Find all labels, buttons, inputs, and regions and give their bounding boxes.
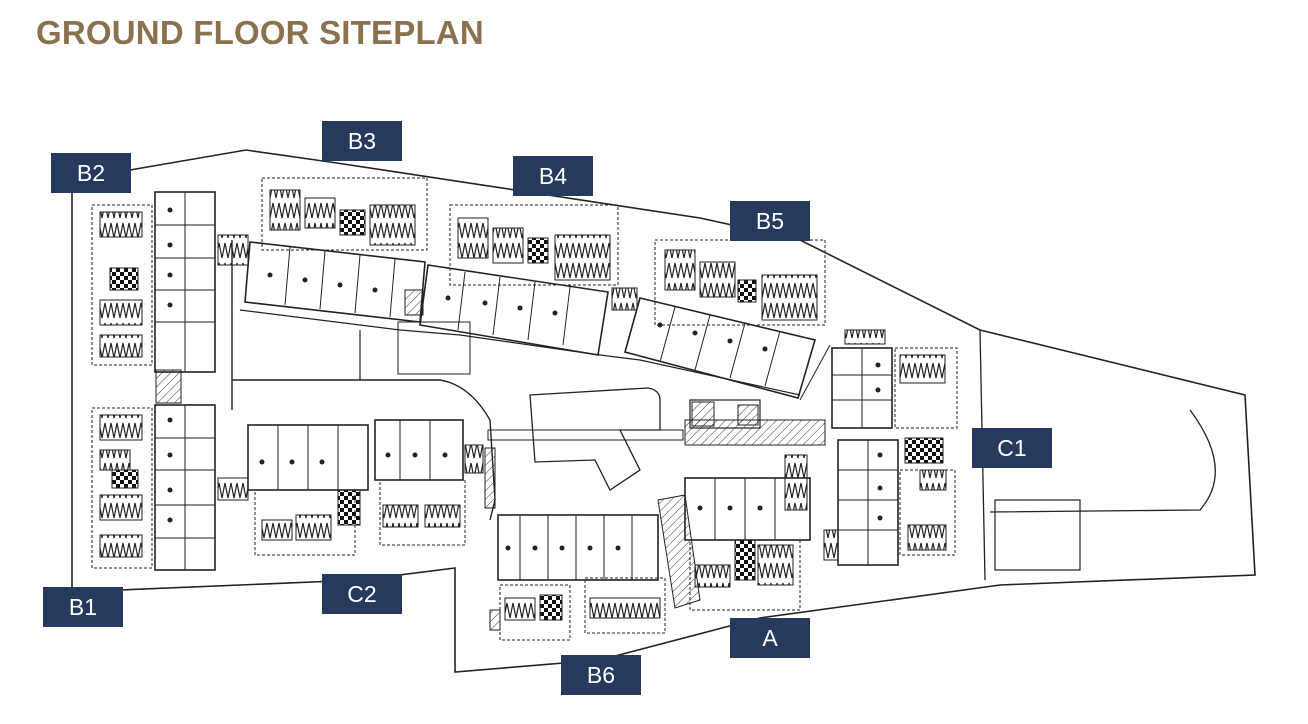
block-b1	[91, 369, 249, 571]
block-label-b1: B1	[43, 587, 123, 627]
block-label-b5: B5	[730, 201, 810, 241]
block-label-a: A	[730, 618, 810, 658]
central-pavilion	[529, 387, 661, 491]
block-label-b6: B6	[561, 655, 641, 695]
site-boundary	[71, 149, 1256, 673]
page-title: GROUND FLOOR SITEPLAN	[36, 14, 484, 51]
block-b5	[611, 239, 826, 399]
block-b6	[489, 514, 666, 641]
courtyard-outline	[231, 240, 496, 521]
block-b4	[419, 204, 619, 356]
block-b2	[91, 191, 249, 373]
block-label-b3: B3	[322, 121, 402, 161]
block-label-c1: C1	[972, 428, 1052, 468]
block-b3	[244, 177, 428, 323]
block-label-b2: B2	[51, 153, 131, 193]
block-label-c2: C2	[322, 574, 402, 614]
block-label-b4: B4	[513, 156, 593, 196]
inner-road	[239, 309, 801, 396]
block-c1	[799, 329, 958, 566]
c1-lot	[994, 499, 1081, 571]
block-c2	[247, 419, 496, 556]
block-a	[657, 399, 811, 611]
